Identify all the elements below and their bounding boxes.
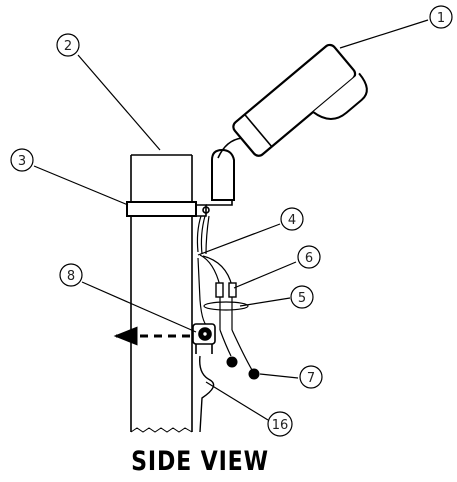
- leader-lines: [33, 19, 429, 421]
- callout-1-label: 1: [437, 11, 445, 26]
- terminal-ends: [226, 356, 260, 380]
- callout-16-label: 16: [272, 418, 289, 433]
- callout-5-label: 5: [298, 291, 306, 306]
- wire-ring: [203, 301, 249, 311]
- callout-6: 6: [297, 245, 321, 269]
- ground-lead: [199, 355, 215, 433]
- pole: [130, 204, 193, 433]
- fixture-wires: [196, 215, 210, 255]
- callout-7: 7: [299, 365, 323, 389]
- luminaire-head: [232, 43, 368, 157]
- branch-wires: [197, 254, 253, 371]
- callout-5: 5: [290, 285, 314, 309]
- fuse-holders: [215, 282, 237, 298]
- pole-top: [130, 154, 193, 204]
- callout-16: 16: [267, 411, 293, 437]
- callout-2-label: 2: [64, 39, 72, 54]
- callout-8: 8: [59, 263, 83, 287]
- callout-8-label: 8: [67, 269, 75, 284]
- arm-elbow: [217, 137, 243, 159]
- callout-2: 2: [56, 33, 80, 57]
- view-caption: SIDE VIEW: [131, 446, 269, 477]
- callout-4-label: 4: [288, 213, 296, 228]
- terminal-block: [192, 323, 216, 354]
- callout-3-label: 3: [18, 154, 26, 169]
- pole-band: [126, 201, 197, 217]
- callout-4: 4: [280, 207, 304, 231]
- callout-6-label: 6: [305, 251, 313, 266]
- callout-3: 3: [10, 148, 34, 172]
- callout-7-label: 7: [307, 371, 315, 386]
- callout-1: 1: [429, 5, 453, 29]
- luminaire-arm: [211, 148, 235, 201]
